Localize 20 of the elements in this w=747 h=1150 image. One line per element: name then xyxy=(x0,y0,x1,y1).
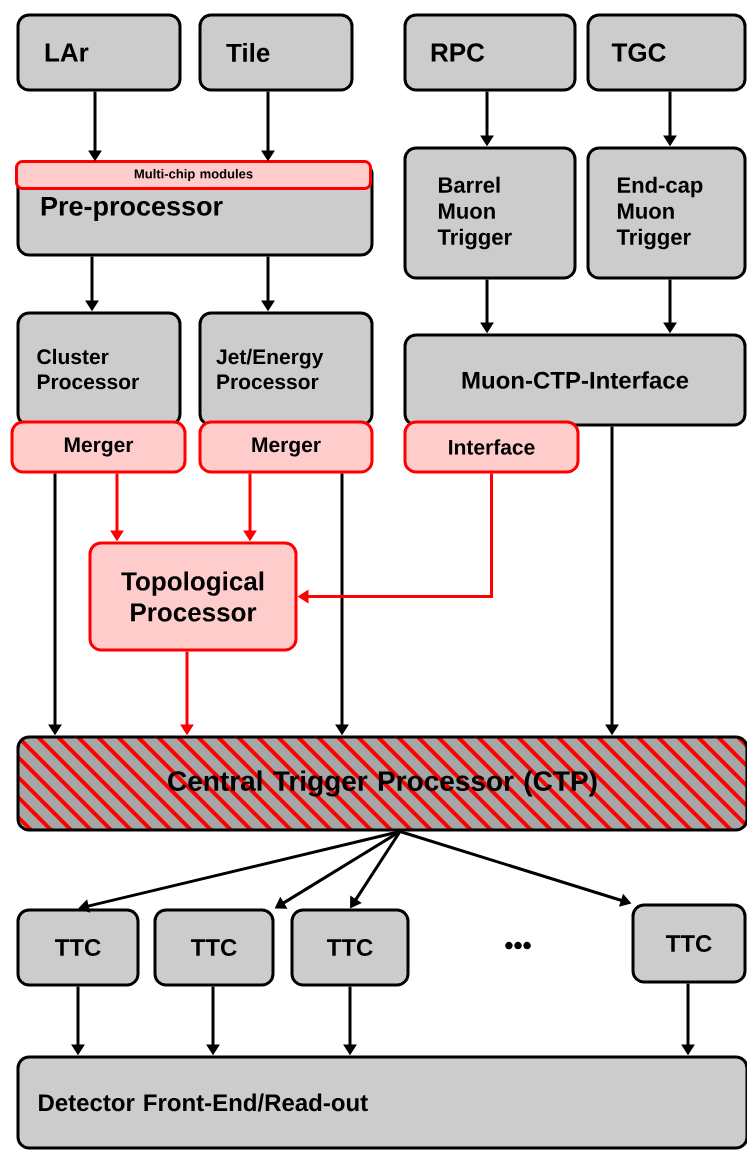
ttc-box: TTC xyxy=(631,903,747,984)
process-box: RPC xyxy=(403,13,577,92)
merger-box: Merger xyxy=(10,420,187,474)
process-box: Muon-CTP-Interface xyxy=(403,333,747,427)
process-box: LAr xyxy=(16,13,182,92)
readout-box: Detector Front-End/Read-out xyxy=(16,1055,747,1150)
process-box: Cluster Processor xyxy=(16,311,182,427)
process-box: Barrel Muon Trigger xyxy=(403,146,577,280)
ttc-box: TTC xyxy=(290,908,410,987)
processor-box: Topological Processor xyxy=(88,541,298,652)
ttc-box: TTC xyxy=(16,908,140,987)
merger-box: Merger xyxy=(198,420,374,474)
interface-box: Interface xyxy=(403,420,580,474)
process-box: TGC xyxy=(586,13,747,92)
process-box: Jet/Energy Processor xyxy=(198,311,374,427)
module-band: Multi-chip modules xyxy=(15,160,372,190)
ttc-box: TTC xyxy=(153,908,275,987)
process-box: Tile xyxy=(198,13,354,92)
ellipsis: ••• xyxy=(505,941,531,950)
process-box: End-cap Muon Trigger xyxy=(586,146,747,280)
